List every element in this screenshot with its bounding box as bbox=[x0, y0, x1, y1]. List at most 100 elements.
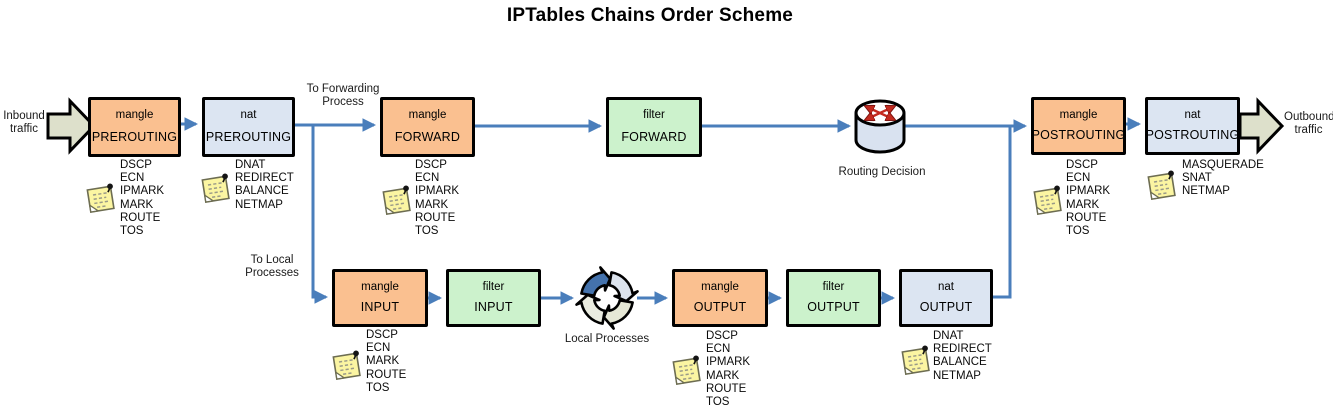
target-item: SNAT bbox=[1182, 172, 1212, 185]
chain-name: INPUT bbox=[474, 300, 513, 314]
target-item: REDIRECT bbox=[933, 343, 992, 356]
target-item: MARK bbox=[120, 198, 154, 211]
table-name: mangle bbox=[115, 109, 154, 121]
table-name: mangle bbox=[361, 281, 399, 293]
target-item: ROUTE bbox=[1066, 211, 1107, 224]
target-item: DSCP bbox=[706, 330, 738, 342]
table-name: mangle bbox=[701, 281, 739, 293]
target-item: ROUTE bbox=[706, 382, 747, 395]
target-item: ECN bbox=[366, 342, 391, 355]
chain-name: PREROUTING bbox=[205, 130, 292, 144]
target-item: ECN bbox=[120, 172, 145, 185]
target-item: ECN bbox=[1066, 172, 1091, 185]
to-local-processes-label: To Local Processes bbox=[245, 254, 299, 279]
target-item: TOS bbox=[1066, 225, 1090, 238]
table-name: mangle bbox=[1059, 109, 1098, 121]
target-item: IPMARK bbox=[1066, 185, 1111, 198]
target-item: TOS bbox=[120, 225, 144, 238]
chain-box-filter-output: filter OUTPUT bbox=[786, 269, 881, 327]
target-item: MASQUERADE bbox=[1182, 159, 1264, 171]
target-item: REDIRECT bbox=[235, 172, 294, 185]
table-name: filter bbox=[482, 281, 505, 293]
target-item: TOS bbox=[706, 396, 730, 409]
target-item: DSCP bbox=[366, 329, 398, 341]
local-processes-icon bbox=[575, 266, 639, 330]
table-name: filter bbox=[822, 281, 845, 293]
target-item: NETMAP bbox=[933, 369, 981, 382]
note-icon bbox=[201, 172, 230, 203]
chain-name: OUTPUT bbox=[807, 300, 860, 314]
local-processes-label: Local Processes bbox=[564, 333, 650, 345]
target-item: ECN bbox=[706, 343, 731, 356]
note-icon bbox=[901, 344, 930, 375]
routing-decision-label: Routing Decision bbox=[838, 166, 926, 178]
chain-box-nat-output: nat OUTPUT bbox=[899, 269, 993, 327]
note-icon bbox=[1147, 169, 1176, 200]
target-item: IPMARK bbox=[120, 185, 165, 198]
target-item: DNAT bbox=[933, 330, 964, 342]
target-item: DSCP bbox=[1066, 159, 1098, 171]
chain-box-mangle-forward: mangle FORWARD bbox=[380, 97, 475, 157]
outbound-traffic-label: Outbound traffic bbox=[1284, 111, 1333, 136]
target-item: MARK bbox=[706, 369, 740, 382]
page-title: IPTables Chains Order Scheme bbox=[506, 5, 794, 26]
chain-name: POSTROUTING bbox=[1031, 128, 1126, 142]
target-item: ROUTE bbox=[415, 211, 456, 224]
target-item: IPMARK bbox=[415, 185, 460, 198]
target-item: MARK bbox=[415, 198, 449, 211]
outbound-flow-arrow-icon bbox=[1238, 97, 1285, 155]
table-name: nat bbox=[240, 109, 257, 121]
chain-box-mangle-output: mangle OUTPUT bbox=[672, 269, 768, 327]
inbound-flow-arrow-icon bbox=[46, 97, 97, 155]
chain-box-filter-forward: filter FORWARD bbox=[606, 97, 702, 157]
target-item: DSCP bbox=[415, 159, 447, 171]
target-item: ROUTE bbox=[366, 368, 407, 381]
chain-name: FORWARD bbox=[394, 130, 461, 144]
chain-name: OUTPUT bbox=[693, 300, 747, 314]
table-name: nat bbox=[938, 281, 954, 293]
target-item: BALANCE bbox=[235, 185, 289, 198]
target-item: IPMARK bbox=[706, 356, 751, 369]
note-icon bbox=[332, 349, 361, 380]
chain-box-nat-postrouting: nat POSTROUTING bbox=[1145, 97, 1240, 155]
table-name: mangle bbox=[408, 109, 447, 121]
note-icon bbox=[1033, 184, 1062, 215]
table-name: nat bbox=[1184, 109, 1201, 121]
chain-name: INPUT bbox=[360, 300, 400, 314]
chain-name: POSTROUTING bbox=[1145, 128, 1240, 142]
arrow-branch-to-local bbox=[311, 125, 329, 304]
chain-box-filter-input: filter INPUT bbox=[446, 269, 541, 327]
note-icon bbox=[672, 354, 701, 385]
note-icon bbox=[382, 184, 411, 215]
note-icon bbox=[86, 182, 115, 213]
chain-box-nat-prerouting: nat PREROUTING bbox=[202, 97, 295, 157]
router-icon bbox=[854, 99, 906, 154]
table-name: filter bbox=[643, 109, 665, 121]
target-item: ROUTE bbox=[120, 211, 161, 224]
target-item: TOS bbox=[415, 225, 439, 238]
chain-name: FORWARD bbox=[621, 130, 687, 144]
to-forwarding-process-label: To Forwarding Process bbox=[306, 83, 380, 108]
line-natoutput-up-join bbox=[993, 127, 1012, 299]
inbound-traffic-label: Inbound traffic bbox=[3, 110, 45, 135]
target-item: TOS bbox=[366, 381, 390, 394]
chain-box-mangle-prerouting: mangle PREROUTING bbox=[88, 97, 181, 157]
target-item: DSCP bbox=[120, 159, 152, 171]
target-item: MARK bbox=[366, 355, 400, 368]
chain-box-mangle-postrouting: mangle POSTROUTING bbox=[1031, 97, 1126, 155]
target-item: MARK bbox=[1066, 198, 1100, 211]
target-item: DNAT bbox=[235, 159, 266, 171]
chain-name: OUTPUT bbox=[919, 300, 973, 314]
chain-box-mangle-input: mangle INPUT bbox=[332, 269, 428, 327]
target-item: NETMAP bbox=[1182, 185, 1230, 198]
target-item: ECN bbox=[415, 172, 440, 185]
